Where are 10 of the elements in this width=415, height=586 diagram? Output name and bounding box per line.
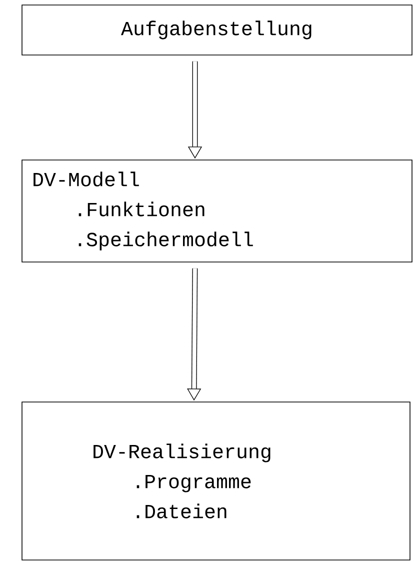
list-item: .Funktionen (78, 202, 204, 216)
process-box (22, 4, 412, 56)
process-box (22, 402, 410, 560)
list-item: .Programme (136, 474, 251, 492)
process-box (22, 160, 412, 262)
heading-text: DV-Realisierung (94, 444, 270, 462)
heading-text: DV-Modell (34, 172, 139, 186)
list-item: .Dateien (136, 504, 226, 518)
list-item: .Speichermodell (78, 232, 253, 250)
heading-text: Aufgabenstellung (120, 20, 312, 40)
